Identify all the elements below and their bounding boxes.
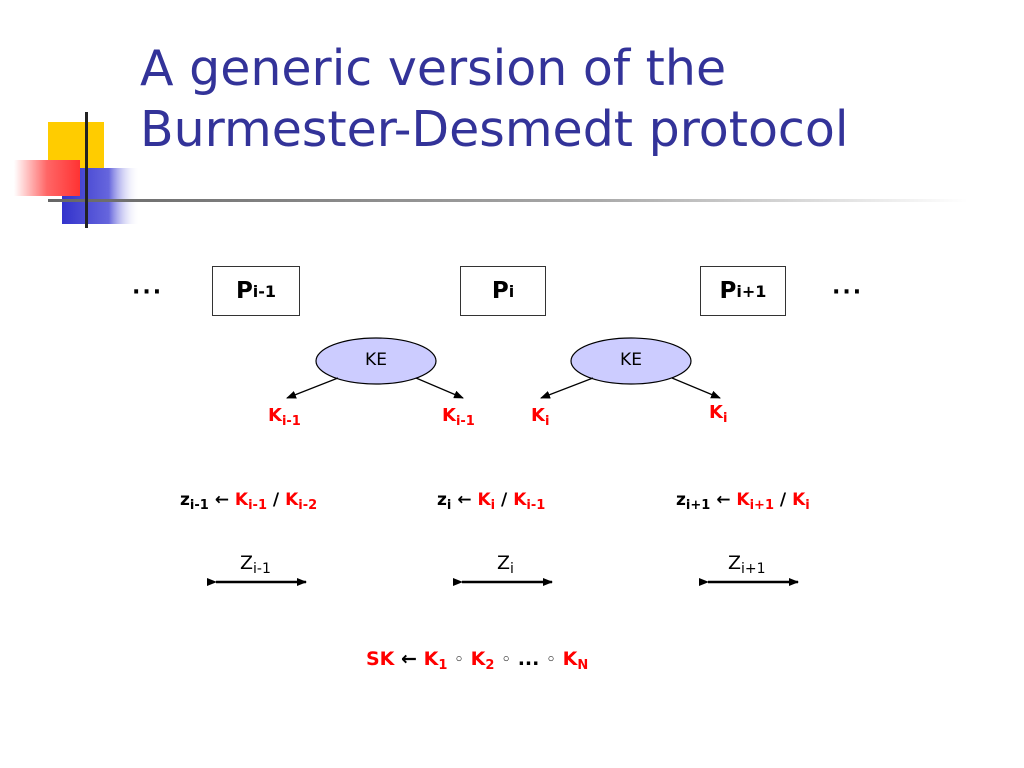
vertical-bar [85,112,88,228]
key-right-2-sub: i [722,411,728,426]
bc-prev-sub: i-1 [253,561,271,577]
eq-next-k1: K [736,490,750,510]
sk-dots: ... [517,648,540,670]
sk-arrow: ← [401,648,417,670]
key-left-2: Ki-1 [442,405,475,429]
party-current-letter: P [491,278,509,304]
broadcast-label-prev: Zi-1 [240,552,271,577]
ke-arrow-right-a [540,377,594,399]
bc-next-sub: i+1 [741,561,766,577]
sk-k1-sub: 1 [438,658,448,673]
sk-circ-2: ◦ [501,650,512,670]
key-left-1-sub: i-1 [281,414,301,429]
ke-label-right: KE [620,350,642,370]
sk-kn-sub: N [577,658,589,673]
key-right-2-letter: K [709,402,723,423]
party-prev-letter: P [235,278,253,304]
sk-circ-1: ◦ [454,650,465,670]
slide-title: A generic version of the Burmester-Desme… [140,38,1010,160]
sk-kn: K [562,648,578,670]
eq-prev-arrow: ← [214,490,229,510]
party-prev-sub: i-1 [252,281,277,301]
broadcast-label-next: Zi+1 [728,552,766,577]
session-key-formula: SK ← K1 ◦ K2 ◦ ... ◦ KN [366,648,588,673]
sk-circ-3: ◦ [546,650,557,670]
eq-prev-z: z [180,490,190,510]
ellipsis-right: ··· [832,280,864,305]
eq-prev-z-sub: i-1 [189,498,209,513]
broadcast-label-current: Zi [497,552,514,577]
eq-cur-slash: / [501,490,508,510]
sk-k2: K [470,648,486,670]
equation-current: zi ← Ki / Ki-1 [437,490,545,513]
key-left-2-letter: K [442,405,456,426]
equation-prev: zi-1 ← Ki-1 / Ki-2 [180,490,317,513]
bc-cur-letter: Z [497,552,511,574]
eq-prev-k2-sub: i-2 [298,498,318,513]
title-line-1: A generic version of the [140,40,727,97]
equation-next: zi+1 ← Ki+1 / Ki [676,490,810,513]
bc-cur-sub: i [510,561,514,577]
eq-cur-k1-sub: i [490,498,496,513]
key-right-1-sub: i [544,414,550,429]
eq-cur-k2: K [513,490,527,510]
sk-label: SK [366,648,395,670]
party-next-sub: i+1 [736,281,767,301]
bc-prev-letter: Z [240,552,254,574]
key-right-1-letter: K [531,405,545,426]
ke-label-left: KE [365,350,387,370]
key-left-2-sub: i-1 [455,414,475,429]
key-right-1: Ki [531,405,549,429]
eq-next-slash: / [779,490,787,510]
eq-prev-k1-sub: i-1 [248,498,267,513]
eq-cur-arrow: ← [457,490,472,510]
eq-cur-k2-sub: i-1 [526,498,546,513]
eq-next-arrow: ← [716,490,731,510]
ke-arrow-left-a [286,377,339,399]
bc-next-letter: Z [728,552,742,574]
title-line-2: Burmester-Desmedt protocol [140,101,849,158]
ke-arrow-left-b [415,377,464,399]
key-left-1-letter: K [268,405,282,426]
eq-next-z: z [676,490,686,510]
party-next-letter: P [719,278,737,304]
eq-cur-z-sub: i [446,498,452,513]
eq-prev-k2: K [285,490,299,510]
red-block [14,160,80,196]
eq-prev-slash: / [272,490,280,510]
party-current-sub: i [508,281,515,301]
ke-arrow-right-b [671,377,721,399]
key-left-1: Ki-1 [268,405,301,429]
eq-next-k2: K [792,490,806,510]
title-underline [48,199,968,202]
eq-next-k1-sub: i+1 [749,498,774,513]
eq-next-z-sub: i+1 [685,498,711,513]
eq-next-k2-sub: i [805,498,810,513]
yellow-square [48,122,104,192]
eq-cur-z: z [437,490,447,510]
ellipsis-left: ··· [132,280,164,305]
sk-k2-sub: 2 [485,658,495,673]
eq-prev-k1: K [234,490,249,510]
blue-block [62,168,140,224]
key-right-2: Ki [709,402,727,426]
eq-cur-k1: K [477,490,491,510]
sk-k1: K [423,648,439,670]
